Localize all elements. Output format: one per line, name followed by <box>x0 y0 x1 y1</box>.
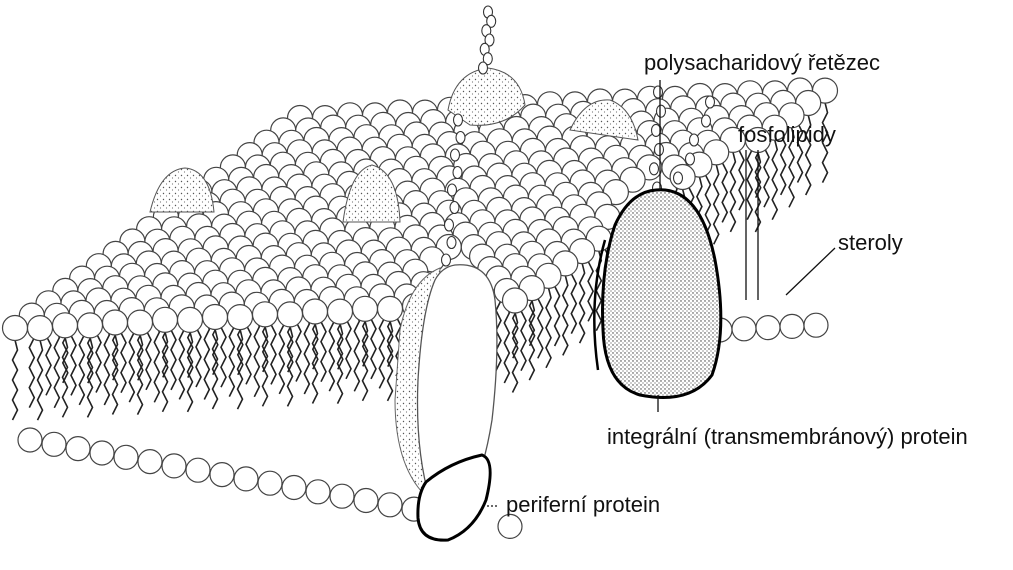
phospholipid-head <box>378 296 403 321</box>
lipid-tail <box>379 308 384 388</box>
sugar-unit <box>674 172 683 184</box>
label-integral-protein: integrální (transmembránový) protein <box>607 424 968 449</box>
phospholipid-head-lower <box>186 458 210 482</box>
lipid-tail <box>580 263 585 343</box>
phospholipid-head <box>128 310 153 335</box>
sugar-unit <box>479 62 488 74</box>
lipid-tail <box>229 317 234 397</box>
phospholipid-head <box>28 316 53 341</box>
sugar-unit <box>447 237 456 249</box>
phospholipid-head <box>353 296 378 321</box>
sugar-unit <box>650 163 659 175</box>
lipid-tail <box>730 152 735 232</box>
phospholipid-head-lower <box>804 313 828 337</box>
sugar-unit <box>456 132 465 144</box>
lipid-tail <box>13 340 18 420</box>
lipid-tail <box>772 140 777 220</box>
phospholipid-head-lower <box>114 445 138 469</box>
sugar-unit <box>690 134 699 146</box>
lipid-tail <box>54 328 59 408</box>
phospholipid-head <box>53 313 78 338</box>
sugar-unit <box>654 86 663 98</box>
phospholipid-head-lower <box>90 441 114 465</box>
lipid-tail <box>504 303 509 383</box>
phospholipid-head <box>78 313 103 338</box>
phospholipid-head-lower <box>498 514 522 538</box>
phospholipid-head-lower <box>780 314 804 338</box>
phospholipid-head-lower <box>210 463 234 487</box>
sugar-unit <box>454 114 463 126</box>
label-sterols: steroly <box>838 230 903 255</box>
integral-transmembrane-protein <box>603 190 721 398</box>
phospholipid-head <box>103 310 128 335</box>
phospholipid-head-lower <box>258 471 282 495</box>
phospholipid-head-lower <box>282 476 306 500</box>
sugar-unit <box>450 202 459 214</box>
lipid-tail <box>329 311 334 391</box>
phospholipid-head-lower <box>42 432 66 456</box>
phospholipid-head <box>303 299 328 324</box>
phospholipid-head <box>228 305 253 330</box>
label-peripheral-protein: periferní protein <box>506 492 660 517</box>
phospholipid-head <box>328 299 353 324</box>
phospholipid-head-lower <box>732 317 756 341</box>
lipid-tail <box>714 164 719 244</box>
phospholipid-head-lower <box>162 454 186 478</box>
sugar-unit <box>655 144 664 156</box>
phospholipid-head-lower <box>234 467 258 491</box>
sugar-unit <box>657 105 666 117</box>
phospholipid-head-lower <box>66 437 90 461</box>
phospholipid-head <box>253 302 278 327</box>
lipid-tail <box>254 317 259 397</box>
phospholipid-head-lower <box>138 450 162 474</box>
lipid-tail <box>546 288 551 368</box>
phospholipid-head <box>503 288 528 313</box>
sugar-unit <box>442 254 451 266</box>
phospholipid-head <box>153 307 178 332</box>
phospholipid-head-lower <box>756 316 780 340</box>
lipid-tail <box>563 275 568 355</box>
lipid-tail <box>279 314 284 394</box>
sugar-unit <box>448 184 457 196</box>
phospholipid-head-lower <box>354 489 378 513</box>
lipid-tail <box>179 319 184 399</box>
lipid-tail <box>79 325 84 405</box>
label-polysaccharide-chain: polysacharidový řetězec <box>644 50 880 75</box>
phospholipid-head-lower <box>330 484 354 508</box>
lipid-tail <box>38 340 43 420</box>
leader-sterols <box>786 248 835 295</box>
phospholipid-head <box>203 305 228 330</box>
sugar-unit <box>453 167 462 179</box>
phospholipid-head <box>3 316 28 341</box>
sugar-unit <box>706 96 715 108</box>
sugar-unit <box>652 124 661 136</box>
lipid-tail <box>154 322 159 402</box>
lipid-tail <box>104 325 109 405</box>
lipid-tail <box>354 311 359 391</box>
phospholipid-head <box>178 307 203 332</box>
lipid-tail <box>29 328 34 408</box>
lipid-tail <box>204 320 209 400</box>
sugar-unit <box>702 115 711 127</box>
phospholipid-head-lower <box>18 428 42 452</box>
lipid-tail <box>304 314 309 394</box>
lipid-tail <box>129 322 134 402</box>
phospholipid-head-lower <box>306 480 330 504</box>
phospholipid-head-lower <box>378 493 402 517</box>
label-phospholipids: fosfolipidy <box>738 122 836 147</box>
phospholipid-head <box>278 302 303 327</box>
lipid-tail <box>747 140 752 220</box>
sugar-unit <box>451 149 460 161</box>
sugar-unit <box>445 219 454 231</box>
sugar-unit <box>686 153 695 165</box>
